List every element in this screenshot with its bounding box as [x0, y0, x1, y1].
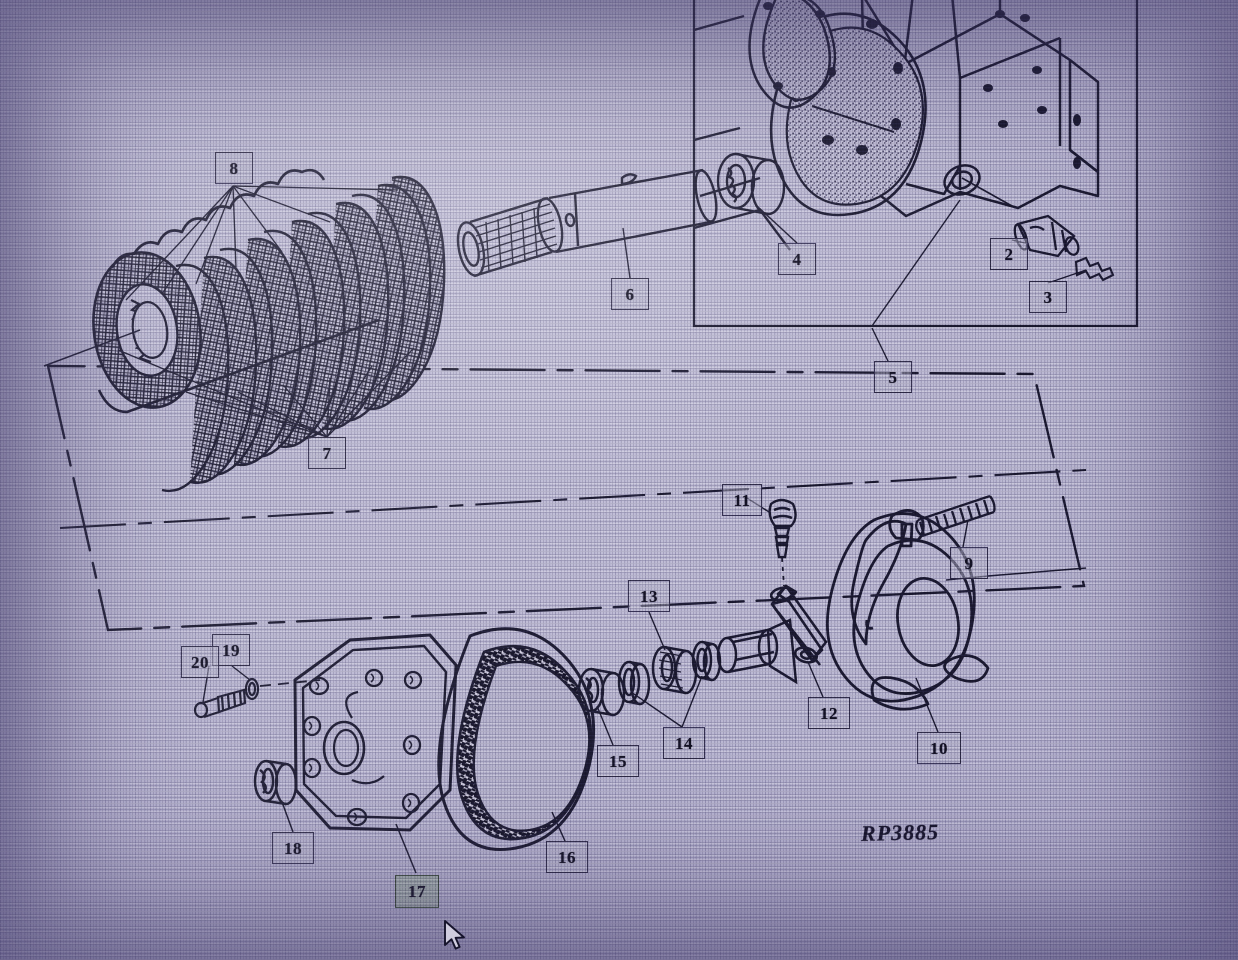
callout-5[interactable]: 5: [874, 361, 912, 393]
callout-label: 3: [1043, 287, 1053, 307]
callout-label: 18: [284, 838, 302, 858]
callout-label: 19: [222, 640, 240, 660]
callout-label: 10: [930, 738, 948, 758]
callout-label: 6: [625, 284, 635, 304]
callout-12[interactable]: 12: [808, 697, 850, 729]
callout-label: 17: [408, 882, 426, 901]
callout-2[interactable]: 2: [990, 238, 1028, 270]
callout-4[interactable]: 4: [778, 243, 816, 275]
drawing-reference-number: RP3885: [860, 819, 940, 846]
callout-3[interactable]: 3: [1029, 281, 1067, 313]
callout-17[interactable]: 17: [395, 875, 439, 908]
callout-6[interactable]: 6: [611, 278, 649, 310]
callout-15[interactable]: 15: [597, 745, 639, 777]
callout-label: 8: [229, 158, 239, 178]
callout-label: 4: [792, 249, 802, 269]
callout-label: 7: [322, 443, 332, 463]
callout-label: 15: [609, 751, 627, 771]
callout-label: 16: [558, 847, 576, 867]
callout-label: 5: [888, 367, 898, 387]
callout-label: 2: [1004, 244, 1014, 264]
callout-label: 11: [733, 490, 751, 510]
callout-11[interactable]: 11: [722, 484, 762, 516]
callout-label: 14: [675, 733, 693, 753]
callout-label: 9: [964, 553, 974, 573]
callout-label: 20: [191, 652, 209, 672]
callout-label: 12: [820, 703, 838, 723]
callout-8[interactable]: 8: [215, 152, 253, 184]
callout-14[interactable]: 14: [663, 727, 705, 759]
callout-10[interactable]: 10: [917, 732, 961, 764]
callout-label: 13: [640, 586, 658, 606]
callout-18[interactable]: 18: [272, 832, 314, 864]
callout-20[interactable]: 20: [181, 646, 219, 678]
callout-13[interactable]: 13: [628, 580, 670, 612]
callout-16[interactable]: 16: [546, 841, 588, 873]
callout-7[interactable]: 7: [308, 437, 346, 469]
callout-9[interactable]: 9: [950, 547, 988, 579]
